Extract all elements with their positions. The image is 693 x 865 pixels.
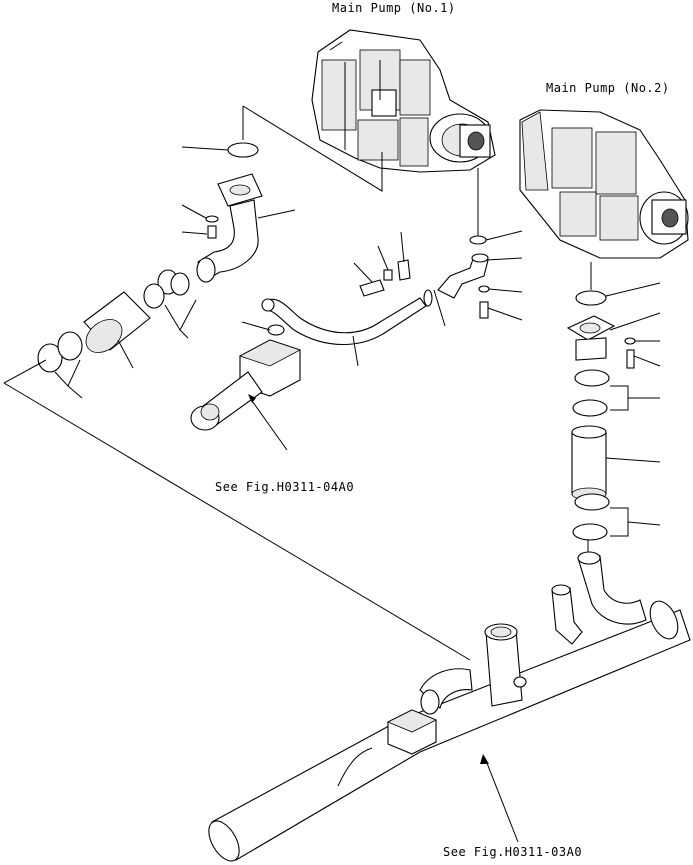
washer-left bbox=[205, 215, 219, 223]
o-ring-mid bbox=[267, 324, 285, 336]
o-ring-left bbox=[227, 142, 259, 158]
label-see-fig-03[interactable]: See Fig.H0311-03A0 bbox=[443, 845, 583, 859]
clamp-b bbox=[143, 283, 165, 309]
clamp-right-4 bbox=[572, 523, 608, 541]
valve-block-assembly bbox=[190, 339, 302, 431]
rubber-hose-left bbox=[83, 291, 151, 353]
elbow-fitting-right bbox=[437, 253, 489, 299]
drain-hose bbox=[261, 289, 433, 345]
flange-right bbox=[566, 315, 616, 361]
clamp-c bbox=[37, 343, 63, 373]
clamp-right-3 bbox=[574, 493, 610, 511]
flange-elbow-left bbox=[197, 173, 263, 281]
clamp-right-2 bbox=[572, 399, 608, 417]
label-main-pump-2: Main Pump (No.2) bbox=[546, 81, 670, 95]
fitting-bolt bbox=[359, 279, 385, 297]
o-ring-right bbox=[575, 290, 607, 306]
clamp-right-1 bbox=[574, 369, 610, 387]
bolt-left bbox=[207, 225, 217, 239]
label-see-fig-04[interactable]: See Fig.H0311-04A0 bbox=[215, 480, 355, 494]
main-pump-2 bbox=[519, 109, 689, 259]
suction-pipe bbox=[208, 551, 691, 862]
main-pump-1 bbox=[311, 29, 496, 173]
clamp-d bbox=[57, 331, 83, 361]
rubber-hose-right bbox=[571, 425, 607, 501]
label-main-pump-1: Main Pump (No.1) bbox=[332, 1, 456, 15]
